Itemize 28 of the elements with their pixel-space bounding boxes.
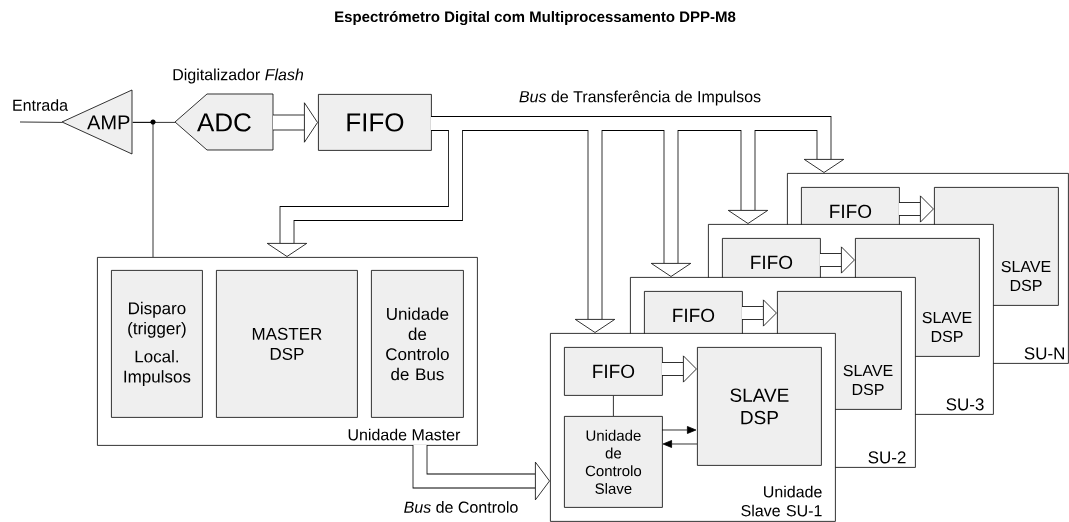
bus-arrow: [266, 129, 463, 257]
edge-label: Bus de Transferência de Impulsos: [517, 89, 763, 107]
process-box: Disparo (trigger) Local. Impulsos: [111, 270, 203, 418]
bus-arrow: [412, 445, 550, 501]
signal-line: [132, 122, 154, 258]
arrow: [662, 440, 698, 448]
bus-arrow: [650, 129, 692, 277]
bus-arrow: [742, 299, 777, 327]
bus-arrow: [662, 355, 697, 383]
process-box: SLAVE DSP: [697, 347, 822, 466]
block-caption: Digitalizador Flash: [173, 68, 304, 84]
diagram-title: Espectrómetro Digital com Multiprocessamento DPP-M8: [335, 10, 736, 26]
bus-arrow: [273, 102, 318, 143]
process-box: Unidade de Controlo Slave: [564, 416, 663, 508]
bus-arrow: [727, 129, 769, 224]
bus-arrow: [431, 116, 845, 173]
process-box: FIFO: [318, 94, 432, 151]
arrow: [661, 426, 697, 434]
bus-arrow: [899, 195, 934, 223]
signal-line: [19, 121, 63, 123]
process-box: FIFO: [564, 347, 663, 396]
edge-label: Bus de Controlo: [402, 500, 520, 514]
bus-arrow: [574, 129, 616, 333]
process-box: MASTER DSP: [216, 270, 358, 418]
converter-block: ADC: [174, 93, 274, 151]
connector-line: [613, 395, 614, 417]
bus-arrow: [820, 246, 855, 274]
process-box: Unidade de Controlo de Bus: [371, 270, 464, 418]
